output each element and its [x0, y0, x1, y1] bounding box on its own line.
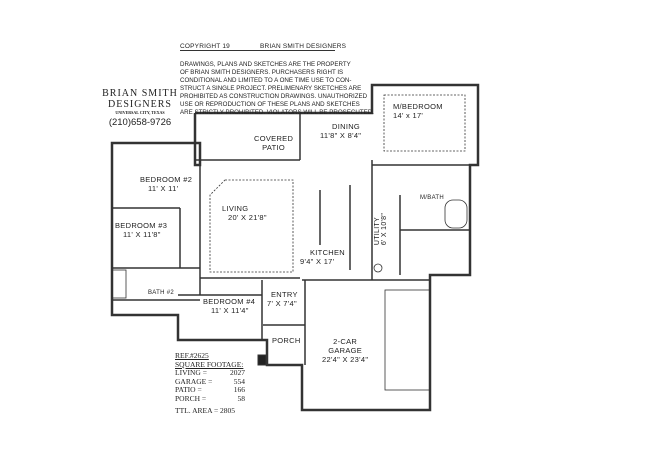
room-name: M/BEDROOM [393, 102, 443, 111]
footage-row: LIVING = 2027 [175, 368, 245, 378]
room-size: 11'8" X 8'4" [320, 131, 362, 140]
footage-row: PATIO = 166 [175, 385, 245, 395]
room-name: BEDROOM #4 [203, 297, 256, 306]
room-name: UTILITY [374, 216, 382, 246]
water-heater-icon [373, 263, 383, 273]
disclaimer-line: PROHIBITED AS CONSTRUCTION DRAWINGS. UNA… [180, 93, 368, 100]
room-name: ENTRY [271, 290, 298, 299]
room-size: 9'4" X 17' [300, 257, 335, 266]
room-size: 11' X 11'8" [123, 230, 161, 239]
room-name: PATIO [262, 143, 286, 152]
room-size: 22'4" X 23'4" [322, 355, 369, 364]
brand-block: BRIAN SMITH DESIGNERS UNIVERSAL CITY, TE… [100, 88, 180, 128]
square-footage-table: REF.#2625 SQUARE FOOTAGE: LIVING = 2027 G… [175, 351, 246, 416]
room-name: GARAGE [328, 346, 363, 355]
brand-name-2: DESIGNERS [107, 99, 172, 110]
footage-row: GARAGE = 554 [175, 376, 245, 387]
disclaimer-line: DRAWINGS, PLANS AND SKETCHES ARE THE PRO… [180, 61, 351, 68]
bathtub-icon [111, 269, 127, 299]
ceiling-outlines [209, 94, 466, 273]
footage-label: PATIO = [175, 385, 202, 394]
room-bath-2: BATH #2 [148, 290, 174, 296]
room-porch: PORCH [272, 336, 301, 345]
footage-label: LIVING = [175, 368, 207, 377]
footage-row: PORCH = 58 [175, 393, 246, 404]
room-size: 6' X 10'8" [381, 212, 389, 246]
copyright-year: COPYRIGHT 19 [180, 43, 230, 50]
porch-column [257, 354, 267, 366]
room-name: DINING [332, 122, 361, 131]
room-size: 7' X 7'4" [267, 299, 297, 308]
disclaimer-line: STRUCT A SINGLE PROJECT. PRELIMENARY SKE… [180, 85, 362, 92]
footage-title: SQUARE FOOTAGE: [175, 359, 244, 369]
disclaimer-line: CONDITIONAL AND LIMITED TO A ONE TIME US… [180, 77, 352, 84]
footage-label: PORCH = [175, 393, 207, 403]
room-name: 2-CAR [333, 337, 358, 346]
brand-phone: (210)658-9726 [108, 117, 172, 128]
total-area: TTL. AREA = 2805 [175, 406, 236, 415]
disclaimer: DRAWINGS, PLANS AND SKETCHES ARE THE PRO… [180, 61, 374, 117]
reference-number: REF.#2625 [175, 351, 209, 360]
footage-value: 58 [237, 393, 246, 403]
room-size: 14' x 17' [393, 111, 424, 120]
footage-value: 2027 [230, 368, 245, 377]
room-size: 11' X 11' [148, 184, 179, 193]
room-name: BEDROOM #3 [115, 221, 168, 230]
interior-walls [112, 113, 470, 365]
room-name: LIVING [222, 204, 249, 213]
room-size: 11' X 11'4" [211, 306, 249, 315]
brand-name: BRIAN SMITH [102, 88, 178, 99]
copyright-owner: BRIAN SMITH DESIGNERS [260, 43, 347, 50]
disclaimer-line: USE OR REPRODUCTION OF THESE PLANS AND S… [180, 101, 360, 108]
footage-label: GARAGE = [175, 376, 213, 386]
room-name: COVERED [254, 134, 294, 143]
footage-value: 166 [233, 385, 245, 394]
garage-door [384, 289, 431, 391]
room-name: BEDROOM #2 [140, 175, 193, 184]
room-size: 20' X 21'8" [228, 213, 267, 222]
copyright-line: COPYRIGHT 19 BRIAN SMITH DESIGNERS [180, 43, 346, 51]
disclaimer-line: ARE STRICTLY PROHIBITED. VIOLATORS WILL … [180, 109, 374, 116]
footage-value: 554 [233, 376, 245, 386]
room-master-bath: M/BATH [420, 195, 445, 201]
brand-city: UNIVERSAL CITY, TEXAS [115, 110, 165, 115]
room-name: KITCHEN [310, 248, 346, 257]
master-tub-icon [444, 199, 468, 229]
exterior-walls [110, 83, 480, 412]
disclaimer-line: OF BRIAN SMITH DESIGNERS. PURCHASERS RIG… [180, 69, 344, 76]
